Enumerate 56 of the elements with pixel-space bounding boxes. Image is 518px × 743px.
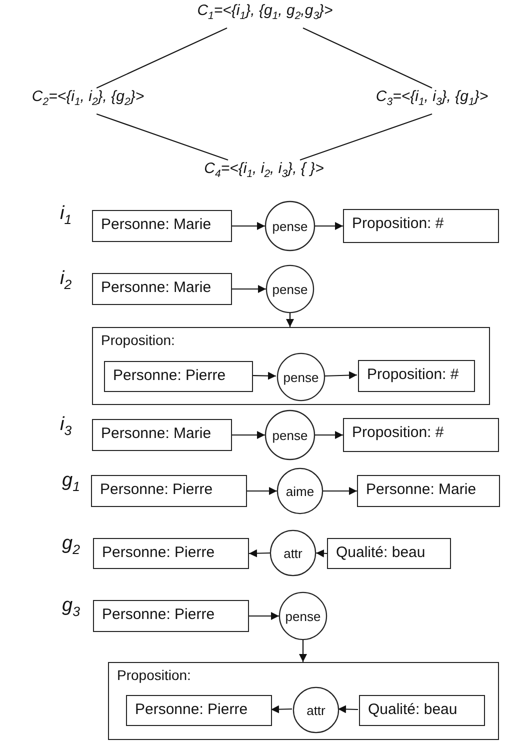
arrow xyxy=(315,431,343,439)
concept-box: Proposition: # xyxy=(343,418,499,452)
graph-label: g$_{2}$ xyxy=(62,533,80,557)
relation-circle: attr xyxy=(293,687,339,733)
arrow xyxy=(252,372,276,380)
arrow xyxy=(299,640,307,662)
concept-box: Personne: Pierre xyxy=(104,361,253,392)
concept-formula: C$_{4}$=<{i$_{1}$, i$_{2}$, i$_{3}$}, { }> xyxy=(174,160,354,186)
arrow xyxy=(323,487,357,495)
relation-circle: pense xyxy=(265,410,315,460)
arrow xyxy=(315,222,343,230)
graph-label: i$_{3}$ xyxy=(60,414,72,438)
concept-box: Personne: Pierre xyxy=(91,475,247,507)
relation-circle: pense xyxy=(266,265,314,313)
arrow xyxy=(232,431,265,439)
concept-box: Personne: Pierre xyxy=(93,600,249,632)
arrow xyxy=(232,285,266,293)
concept-box: Personne: Pierre xyxy=(93,538,249,569)
arrow xyxy=(247,487,277,495)
relation-circle: pense xyxy=(265,201,315,251)
arrow xyxy=(270,705,292,714)
concept-box: Proposition: # xyxy=(343,209,499,243)
concept-formula: C$_{1}$=<{i$_{1}$}, {g$_{1}$, g$_{2}$,g$_{3}$}> xyxy=(170,2,360,28)
concept-box: Personne: Marie xyxy=(92,210,232,242)
concept-box: Personne: Pierre xyxy=(126,695,272,726)
graph-label: i$_{2}$ xyxy=(60,268,72,292)
graph-label: g$_{3}$ xyxy=(62,595,80,619)
concept-formula: C$_{2}$=<{i$_{1}$, i$_{2}$}, {g$_{2}$}> xyxy=(2,88,174,114)
concept-box: Qualité: beau xyxy=(359,695,485,726)
lattice-line xyxy=(96,113,228,161)
arrow xyxy=(324,371,358,380)
lattice-line xyxy=(302,28,432,88)
concept-formula: C$_{3}$=<{i$_{1}$, i$_{3}$}, {g$_{1}$}> xyxy=(346,88,518,114)
box-title: Proposition: xyxy=(117,667,191,683)
relation-circle: aime xyxy=(277,468,323,514)
relation-circle: attr xyxy=(270,530,316,576)
lattice-line xyxy=(96,28,228,88)
context-box xyxy=(92,327,490,405)
arrow xyxy=(286,313,294,327)
graph-label: i$_{1}$ xyxy=(60,203,72,227)
arrow xyxy=(249,612,279,620)
arrow xyxy=(316,549,328,558)
concept-box: Personne: Marie xyxy=(92,419,232,451)
relation-circle: pense xyxy=(279,592,327,640)
relation-circle: pense xyxy=(277,353,325,401)
concept-box: Proposition: # xyxy=(358,360,475,392)
graph-label: g$_{1}$ xyxy=(62,470,80,494)
concept-box: Personne: Marie xyxy=(357,475,500,507)
arrow xyxy=(338,705,358,714)
arrow xyxy=(232,222,265,230)
concept-box: Personne: Marie xyxy=(92,273,232,305)
box-title: Proposition: xyxy=(101,332,175,348)
arrow xyxy=(248,549,270,558)
context-box xyxy=(108,662,499,740)
concept-box: Qualité: beau xyxy=(327,538,451,569)
lattice-line xyxy=(300,113,432,161)
